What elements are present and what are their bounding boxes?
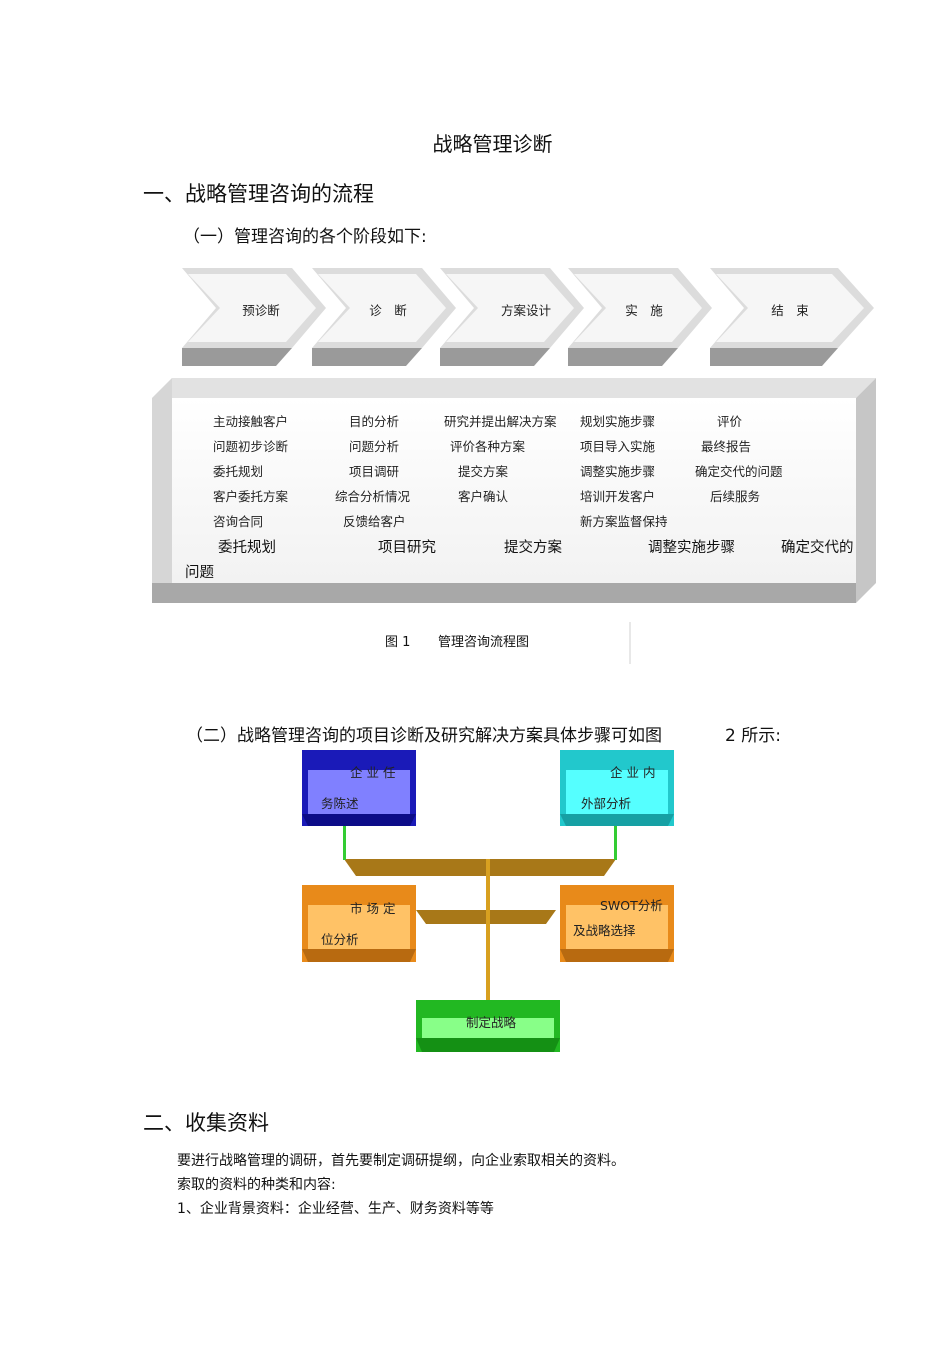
strategy-diagram <box>302 750 674 1052</box>
overflow-item: 提交方案 <box>504 540 562 556</box>
box-environment-label-2: 外部分析 <box>581 796 632 811</box>
list-item: 评价各种方案 <box>450 439 526 454</box>
subsection-heading-1: （一）管理咨询的各个阶段如下: <box>183 227 427 247</box>
list-item: 最终报告 <box>701 439 752 454</box>
list-item: 咨询合同 <box>213 514 264 529</box>
box-mission-label-2: 务陈述 <box>321 796 359 811</box>
stage-label-prediagnosis: 预诊断 <box>242 303 280 318</box>
chevron-stage-3 <box>440 268 584 366</box>
list-item: 确定交代的问题 <box>695 464 783 479</box>
figure-1-number: 图 1 <box>385 635 411 650</box>
list-item: 研究并提出解决方案 <box>444 414 557 429</box>
box-mission-label-1: 企 业 任 <box>350 765 396 780</box>
list-item: 后续服务 <box>710 489 761 504</box>
list-item: 提交方案 <box>458 464 509 479</box>
chevron-stage-5 <box>710 268 874 366</box>
subsection-heading-2: （二）战略管理咨询的项目诊断及研究解决方案具体步骤可如图 <box>186 726 662 746</box>
list-item: 规划实施步骤 <box>580 414 656 429</box>
subsection-heading-2-tail: 2 所示: <box>725 726 781 746</box>
page-title: 战略管理诊断 <box>432 132 553 156</box>
chevron-stage-1 <box>182 268 326 366</box>
overflow-item: 委托规划 <box>218 540 276 556</box>
box-swot-label-1: SWOT分析 <box>600 898 663 913</box>
paragraph-2: 索取的资料的种类和内容: <box>177 1177 336 1193</box>
list-item: 反馈给客户 <box>343 514 406 529</box>
figure-1-caption: 管理咨询流程图 <box>438 635 530 650</box>
list-item: 综合分析情况 <box>335 489 411 504</box>
box-environment-label-1: 企 业 内 <box>610 765 656 780</box>
list-item: 问题分析 <box>349 439 400 454</box>
list-item: 主动接触客户 <box>213 414 289 429</box>
activity-panel <box>152 378 876 603</box>
list-item: 调整实施步骤 <box>580 464 656 479</box>
box-market-label-2: 位分析 <box>321 932 359 947</box>
stage-label-conclusion: 结 束 <box>771 303 809 318</box>
list-item: 新方案监督保持 <box>580 514 668 529</box>
overflow-item: 调整实施步骤 <box>648 540 735 556</box>
chevron-stage-4 <box>568 268 712 366</box>
list-item: 客户委托方案 <box>213 489 289 504</box>
section-heading-2: 二、收集资料 <box>143 1111 269 1135</box>
overflow-item: 确定交代的 <box>781 540 854 556</box>
stage-label-diagnosis: 诊 断 <box>369 303 407 318</box>
list-item: 问题初步诊断 <box>213 439 289 454</box>
box-swot-label-2: 及战略选择 <box>573 923 636 938</box>
stage-label-implementation: 实 施 <box>625 303 663 318</box>
list-item: 目的分析 <box>349 414 400 429</box>
section-heading-1: 一、战略管理咨询的流程 <box>143 182 374 206</box>
stage-label-design: 方案设计 <box>500 303 551 318</box>
list-item: 委托规划 <box>213 464 264 479</box>
list-item: 培训开发客户 <box>580 489 656 504</box>
list-item: 项目调研 <box>349 464 400 479</box>
list-item: 项目导入实施 <box>580 439 656 454</box>
list-item: 客户确认 <box>458 489 509 504</box>
paragraph-1: 要进行战略管理的调研，首先要制定调研提纲，向企业索取相关的资料。 <box>177 1153 625 1169</box>
list-item: 评价 <box>717 414 743 429</box>
overflow-item: 项目研究 <box>378 540 436 556</box>
overflow-item-tail: 问题 <box>185 565 214 581</box>
box-strategy-label: 制定战略 <box>466 1015 517 1030</box>
box-market-label-1: 市 场 定 <box>350 901 396 916</box>
paragraph-3: 1、企业背景资料：企业经营、生产、财务资料等等 <box>177 1201 494 1217</box>
chevron-stage-2 <box>312 268 456 366</box>
